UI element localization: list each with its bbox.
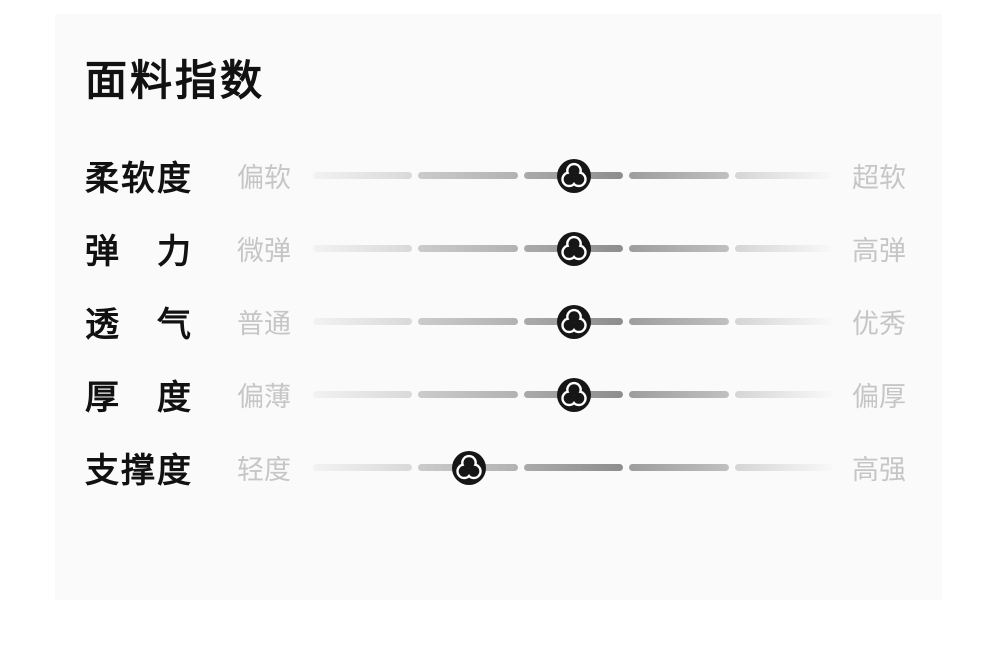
- rating-track: [313, 377, 835, 412]
- track-segment: [734, 245, 835, 252]
- track-segment: [313, 318, 413, 325]
- metric-row-breathability: 透 气 普通: [85, 285, 908, 358]
- clover-trefoil-icon: [556, 304, 591, 339]
- rating-track: [313, 158, 835, 193]
- track-segment: [629, 245, 729, 252]
- track-segment: [734, 391, 835, 398]
- track-segment: [629, 172, 729, 179]
- track-segment: [313, 245, 413, 252]
- track-segment: [313, 172, 413, 179]
- metric-row-softness: 柔软度 偏软: [85, 139, 908, 212]
- track-segment: [523, 464, 624, 471]
- track-segment: [734, 318, 835, 325]
- metric-low-label: 微弹: [237, 236, 291, 266]
- metric-high-label: 超软: [852, 163, 906, 193]
- metric-name: 弹 力: [85, 233, 193, 271]
- fabric-index-title: 面料指数: [85, 57, 266, 104]
- metric-low-label: 轻度: [237, 455, 291, 485]
- track-segment: [418, 172, 518, 179]
- track-segment: [734, 464, 835, 471]
- track-segment: [629, 391, 729, 398]
- clover-trefoil-icon: [556, 377, 591, 412]
- track-segment: [629, 318, 729, 325]
- metric-low-label: 偏薄: [237, 382, 291, 412]
- track-segment: [418, 318, 518, 325]
- track-segment: [313, 391, 413, 398]
- metric-row-elasticity: 弹 力 微弹: [85, 212, 908, 285]
- metric-row-thickness: 厚 度 偏薄: [85, 358, 908, 431]
- metric-row-support: 支撑度 轻度: [85, 431, 908, 504]
- metric-high-label: 高弹: [852, 236, 906, 266]
- rating-track: [313, 231, 835, 266]
- rating-track: [313, 304, 835, 339]
- metric-high-label: 偏厚: [852, 382, 906, 412]
- clover-trefoil-icon: [556, 231, 591, 266]
- fabric-index-card: 面料指数 柔软度 偏软: [55, 14, 942, 600]
- metric-low-label: 普通: [237, 309, 291, 339]
- metric-name: 厚 度: [85, 379, 193, 417]
- fabric-metric-rows: 柔软度 偏软: [85, 139, 908, 504]
- metric-low-label: 偏软: [237, 163, 291, 193]
- clover-trefoil-icon: [556, 158, 591, 193]
- metric-name: 支撑度: [85, 452, 193, 490]
- track-segment: [734, 172, 835, 179]
- metric-high-label: 优秀: [852, 309, 906, 339]
- rating-track: [313, 450, 835, 485]
- metric-name: 柔软度: [85, 160, 193, 198]
- track-segment: [418, 245, 518, 252]
- track-segment: [418, 391, 518, 398]
- metric-name: 透 气: [85, 306, 193, 344]
- track-segment: [313, 464, 413, 471]
- metric-high-label: 高强: [852, 455, 906, 485]
- clover-trefoil-icon: [452, 450, 487, 485]
- track-segment: [629, 464, 729, 471]
